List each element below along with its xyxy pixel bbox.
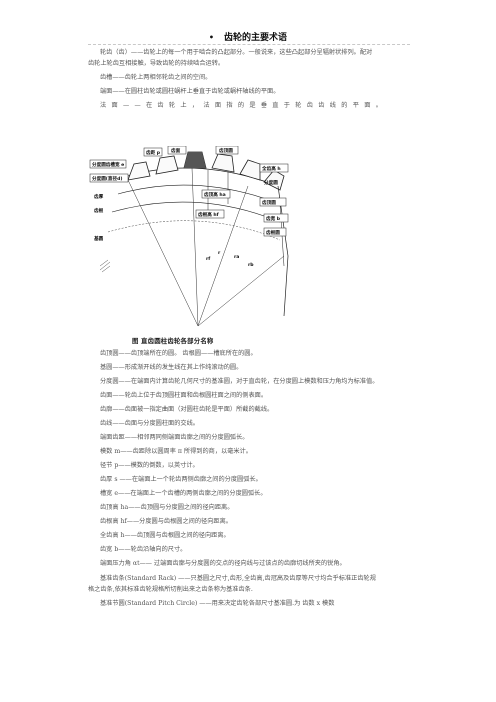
intro-line-2: 齿轮上轮齿互相接触，导致齿轮的持续啮合运转。 <box>88 60 225 67</box>
label-tooth-face: 齿面 <box>167 146 187 155</box>
def-10: 齿厚 s ——在端面上一个轮齿两侧齿廓之间的分度圆弧长。 <box>100 476 262 483</box>
label-radius-ra: ra <box>234 254 239 260</box>
tail-line-2: 格之齿条,依其标准齿轮规格所切削出来之齿条称为基准齿条. <box>88 586 253 593</box>
def-3: 分度圆——在端面内计算齿轮几何尺寸的基准圆，对于直齿轮，在分度圆上模数和压力角均… <box>100 378 379 385</box>
def-14: 全齿高 h——齿顶圆与齿根圆之间的径向距离。 <box>100 532 230 539</box>
svg-text:齿根圆: 齿根圆 <box>266 229 280 236</box>
def-12: 齿顶高 ha——齿顶圆与分度圆之间的径向距离。 <box>100 504 234 511</box>
label-radius-r: r <box>218 250 221 256</box>
hatching <box>99 259 111 273</box>
tail-line-1: 基准齿条(Standard Rack) ——只基圆之尺寸,齿形,全齿高,齿冠高及… <box>100 575 376 582</box>
label-tip-circle-spacing: 分度圆齿槽宽 e <box>89 159 127 169</box>
def-4: 齿面——轮齿上位于齿顶圆柱面和齿根圆柱面之间的侧表面。 <box>100 392 268 399</box>
svg-text:齿顶高 ha: 齿顶高 ha <box>204 191 226 198</box>
svg-text:齿根高 hf: 齿根高 hf <box>198 211 220 218</box>
pitch-circle-arc <box>117 184 281 205</box>
gear-diagram: 分度圆齿槽宽 e 分度圆(直径d) 齿厚 齿根 基圆 齿距 p 齿面 齿顶圆 全… <box>89 146 289 327</box>
def-7: 端面齿距——相邻两同侧端面齿廓之间的分度圆弧长。 <box>100 434 249 441</box>
svg-text:全齿高 h: 全齿高 h <box>261 165 281 172</box>
label-pitch-circle: 分度圆(直径d) <box>89 173 129 183</box>
doc-title: • 齿轮的主要术语 <box>0 30 496 43</box>
def-11: 槽宽 e——在端面上一个齿槽的两侧齿廓之间的分度圆弧长。 <box>100 490 267 497</box>
def-8: 模数 m——齿距除以圆周率 π 所得到的商，以毫米计。 <box>100 448 252 455</box>
label-tooth-width: 齿宽 b <box>263 213 289 223</box>
label-tip-circle: 齿顶圆 <box>259 197 287 207</box>
title-divider <box>88 44 410 45</box>
label-pitch-p: 齿距 p <box>143 147 163 157</box>
def-2: 基圆——形成渐开线的发生线在其上作纯滚动的圆。 <box>100 364 243 371</box>
def-6: 齿线——齿面与分度圆柱面的交线。 <box>100 420 199 427</box>
def-5: 齿廓——齿面被一指定曲面（对圆柱齿轮是平面）所截的截线。 <box>100 406 274 413</box>
def-13: 齿根高 hf——分度圆与齿根圆之间的径向距离。 <box>100 518 232 525</box>
label-top-land: 齿顶圆 <box>215 146 239 155</box>
label-addendum: 齿顶高 ha <box>201 189 231 199</box>
def-16: 端面压力角 αt—— 过端面齿廓与分度圆的交点的径向线与过该点的齿廓切线所夹的锐… <box>100 560 346 567</box>
def-1: 齿顶圆——齿顶端所在的圆。 齿根圆——槽底所在的圆。 <box>100 350 257 357</box>
svg-text:齿顶圆: 齿顶圆 <box>262 199 276 206</box>
base-circle-arc <box>107 220 281 241</box>
label-tooth-root: 齿根 <box>94 207 104 214</box>
def-15: 齿宽 b——轮齿沿轴向的尺寸。 <box>100 546 187 553</box>
svg-text:齿面: 齿面 <box>171 147 181 154</box>
intro-line-1: 轮齿（齿）——齿轮上的每一个用于啮合的凸起部分。一般说来，这些凸起部分呈辐射状排… <box>100 49 373 56</box>
tail-line-3: 基准节圆(Standard Pitch Circle) ——用来决定齿轮各部尺寸… <box>100 600 335 607</box>
svg-text:齿距 p: 齿距 p <box>146 149 161 156</box>
svg-text:分度圆齿槽宽 e: 分度圆齿槽宽 e <box>92 161 124 168</box>
radius-lines <box>127 167 285 327</box>
label-radius-rb: rb <box>248 262 254 268</box>
svg-text:分度圆(直径d): 分度圆(直径d) <box>92 175 122 182</box>
intro-line-4: 端面——在圆柱齿轮或圆柱蜗杆上垂直于齿轮或蜗杆轴线的平面。 <box>100 88 280 95</box>
title-bullet: • <box>208 33 215 42</box>
label-dedendum: 齿根高 hf <box>195 209 225 219</box>
figure-caption: 图 直齿圆柱齿轮各部分名称 <box>132 337 214 345</box>
intro-line-5: 法面——在齿轮上，法面指的是垂直于轮齿齿线的平面。 <box>100 102 388 109</box>
label-radius-rf: rf <box>206 256 211 262</box>
root-circle-arc <box>111 201 281 223</box>
label-pitch-circle-sym: 分度圆 <box>264 179 278 186</box>
tooth-face-shading <box>184 152 206 168</box>
svg-text:齿宽 b: 齿宽 b <box>266 215 281 222</box>
doc-title-text: 齿轮的主要术语 <box>224 33 288 43</box>
def-9: 径节 p——模数的倒数，以英寸计。 <box>100 462 199 469</box>
label-tooth-thickness: 齿厚 <box>94 193 104 200</box>
label-base-circle: 基圆 <box>93 235 104 242</box>
gear-side-edge <box>277 185 289 317</box>
label-whole-depth: 全齿高 h <box>259 163 289 173</box>
label-root-circle: 齿根圆 <box>263 227 287 237</box>
intro-line-3: 齿槽——齿轮上两相邻轮齿之间的空间。 <box>100 74 212 81</box>
svg-text:齿顶圆: 齿顶圆 <box>219 147 233 154</box>
